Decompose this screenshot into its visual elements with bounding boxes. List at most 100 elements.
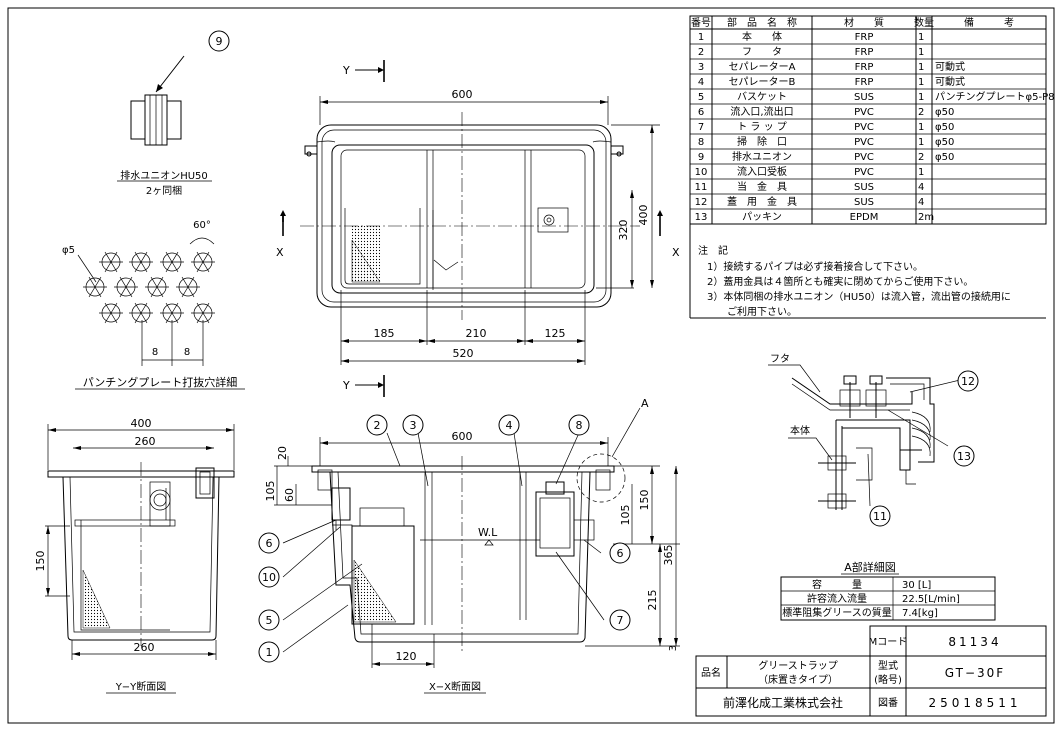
parts-cell-11-1: 11	[695, 182, 708, 193]
dim-3: 3	[668, 645, 679, 651]
parts-cell-1-2: 本 体	[742, 30, 782, 43]
dim-520: 520	[453, 347, 474, 360]
parts-cell-12-3: SUS	[854, 197, 874, 208]
dim-600-xx: 600	[452, 430, 473, 443]
parts-cell-10-4: 1	[918, 167, 924, 178]
balloon-12: 12	[961, 375, 975, 388]
dim-215: 215	[646, 590, 659, 611]
product-name-1: グリーストラップ	[758, 659, 838, 672]
balloon-5: 5	[266, 614, 273, 627]
grease-value: 7.4[kg]	[902, 608, 938, 619]
yy-section: 400 260 150 260 Y−Y断面図	[34, 417, 235, 694]
parts-cell-4-3: FRP	[855, 77, 874, 88]
notes-block: 注 記 1）接続するパイプは必ず接着接合して下さい。 2）蓋用金具は４箇所とも確…	[689, 224, 1046, 319]
detail-a-mark: A	[641, 397, 649, 410]
section-x-right: X	[672, 246, 680, 259]
parts-cell-12-1: 12	[695, 197, 708, 208]
dim-320: 320	[617, 220, 630, 241]
parts-cell-4-5: 可動式	[935, 75, 965, 88]
balloon-4-circle	[498, 414, 520, 436]
balloon-7: 7	[617, 614, 624, 627]
parts-cell-6-2: 流入口,流出口	[730, 105, 793, 118]
capacity-value: 30 [L]	[902, 580, 931, 591]
balloon-2-circle	[366, 414, 388, 436]
parts-cell-9-2: 排水ユニオン	[732, 150, 792, 163]
detail-body-label: 本体	[790, 424, 810, 437]
parts-cell-8-2: 掃 除 口	[737, 135, 787, 148]
detail-a-title: A部詳細図	[844, 560, 896, 574]
dim-20: 20	[276, 446, 289, 460]
section-x-left: X	[276, 246, 284, 259]
header-no: 番号	[691, 17, 711, 29]
parts-cell-6-3: PVC	[854, 107, 874, 118]
parts-cell-9-5: φ50	[935, 152, 954, 163]
balloon-11: 11	[873, 510, 887, 523]
balloon-8-circle	[568, 414, 590, 436]
parts-cell-8-4: 1	[918, 137, 924, 148]
drawing-no-label: 図番	[878, 697, 898, 709]
balloon-11-circle	[869, 505, 891, 527]
parts-cell-1-4: 1	[918, 32, 924, 43]
dim-120: 120	[396, 650, 417, 663]
parts-cell-7-1: 7	[698, 122, 704, 133]
balloon-12-circle	[957, 370, 979, 392]
parts-cell-13-3: EPDM	[850, 212, 879, 223]
parts-cell-8-5: φ50	[935, 137, 954, 148]
mcode-label: Mコード	[869, 637, 908, 648]
header-qty: 数量	[914, 16, 934, 29]
punching-title: パンチングプレート打抜穴詳細	[83, 375, 238, 389]
dim-600-plan: 600	[452, 88, 473, 101]
parts-cell-2-3: FRP	[855, 47, 874, 58]
name-label: 品名	[701, 666, 721, 679]
parts-cell-6-5: φ50	[935, 107, 954, 118]
parts-cell-10-2: 流入口受板	[737, 165, 787, 178]
sheet-border	[7, 7, 1055, 724]
parts-cell-9-1: 9	[698, 152, 704, 163]
parts-cell-11-2: 当 金 具	[737, 180, 787, 193]
model-label-1: 型式	[878, 659, 898, 672]
parts-cell-5-3: SUS	[854, 92, 874, 103]
balloon-2: 2	[374, 419, 381, 432]
dim-150-xx: 150	[638, 490, 651, 511]
balloon-10-circle	[258, 566, 280, 588]
xx-section: 600 W.L 20 105 60 105	[264, 397, 680, 694]
title-block: Mコード 81134 品名 グリーストラップ （床置きタイプ） 型式 (略号) …	[695, 625, 1047, 717]
union-caption-1: 排水ユニオンHU50	[120, 169, 208, 182]
parts-cell-4-1: 4	[698, 77, 704, 88]
pitch-1: 8	[152, 347, 158, 358]
parts-cell-8-1: 8	[698, 137, 704, 148]
union-caption-2: 2ヶ同梱	[146, 184, 182, 197]
parts-cell-12-4: 4	[918, 197, 924, 208]
notes-title: 注 記	[698, 244, 728, 257]
header-remarks: 備 考	[964, 16, 1014, 29]
company-name: 前澤化成工業株式会社	[723, 695, 843, 710]
dim-60: 60	[283, 488, 296, 502]
balloon-1-circle	[258, 641, 280, 663]
pitch-2: 8	[184, 347, 190, 358]
parts-cell-7-4: 1	[918, 122, 924, 133]
header-material: 材 質	[844, 16, 884, 29]
balloon-3-circle	[402, 414, 424, 436]
parts-cell-5-2: バスケット	[737, 91, 787, 103]
parts-cell-7-2: ト ラ ッ プ	[737, 121, 787, 133]
parts-cell-13-4: 2m	[918, 212, 934, 223]
parts-cell-6-4: 2	[918, 107, 924, 118]
parts-cell-10-1: 10	[695, 167, 708, 178]
detail-lid-label: フタ	[770, 353, 790, 365]
balloon-3: 3	[410, 419, 417, 432]
parts-cell-2-1: 2	[698, 47, 704, 58]
balloon-6b-circle	[609, 542, 631, 564]
dim-260-yy-bottom: 260	[134, 641, 155, 654]
balloon-10: 10	[262, 571, 276, 584]
note-1: 1）接続するパイプは必ず接着接合して下さい。	[707, 260, 923, 273]
parts-cell-6-1: 6	[698, 107, 704, 118]
hole-angle: 60°	[193, 220, 211, 231]
parts-cell-9-3: PVC	[854, 152, 874, 163]
water-level: W.L	[478, 526, 498, 539]
parts-cell-5-5: パンチングプレートφ5-P8	[935, 90, 1054, 103]
parts-cell-7-3: PVC	[854, 122, 874, 133]
section-y-bottom: Y	[342, 379, 350, 392]
parts-cell-8-3: PVC	[854, 137, 874, 148]
